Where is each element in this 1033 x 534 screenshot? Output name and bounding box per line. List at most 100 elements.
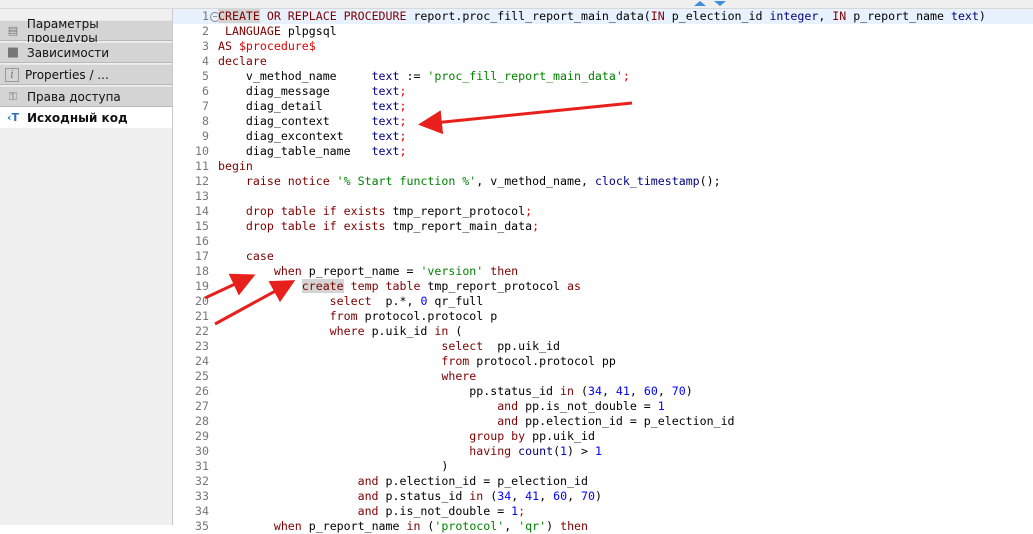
code-line[interactable]: 13: [173, 189, 1033, 204]
code-editor[interactable]: 1−CREATE OR REPLACE PROCEDURE report.pro…: [173, 9, 1033, 533]
code-token: 70: [581, 489, 596, 503]
code-token: ,: [818, 9, 833, 23]
code-token: ,: [657, 384, 672, 398]
code-line[interactable]: 12 raise notice '% Start function %', v_…: [173, 174, 1033, 189]
code-line[interactable]: 21 from protocol.protocol p: [173, 309, 1033, 324]
code-line[interactable]: 1−CREATE OR REPLACE PROCEDURE report.pro…: [173, 9, 1033, 24]
code-line[interactable]: 24 from protocol.protocol pp: [173, 354, 1033, 369]
code-token: AS: [218, 39, 239, 53]
line-number: 7: [202, 99, 209, 113]
code-text: when p_report_name = 'version' then: [218, 264, 518, 279]
code-line[interactable]: 8 diag_context text;: [173, 114, 1033, 129]
code-line[interactable]: 22 where p.uik_id in (: [173, 324, 1033, 339]
line-number: 19: [195, 279, 209, 293]
code-token: then: [560, 519, 589, 533]
code-token: in: [560, 384, 574, 398]
code-token: tmp_report_protocol: [427, 279, 568, 293]
code-token: ): [978, 9, 986, 23]
code-line[interactable]: 9 diag_excontext text;: [173, 129, 1033, 144]
code-line[interactable]: 19 create temp table tmp_report_protocol…: [173, 279, 1033, 294]
code-text: from protocol.protocol p: [218, 309, 498, 324]
code-token: '% Start function %': [336, 174, 477, 188]
code-line[interactable]: 27 and pp.is_not_double = 1: [173, 399, 1033, 414]
code-line[interactable]: 2 LANGUAGE plpgsql: [173, 24, 1033, 39]
sidebar-item-permissions[interactable]: ⚿Права доступа: [0, 86, 172, 107]
code-line[interactable]: 6 diag_message text;: [173, 84, 1033, 99]
line-number: 24: [195, 354, 209, 368]
code-token: ,: [601, 384, 616, 398]
code-line[interactable]: 30 having count(1) > 1: [173, 444, 1033, 459]
code-text: diag_excontext text;: [218, 129, 407, 144]
code-line[interactable]: 17 case: [173, 249, 1033, 264]
code-token: text: [950, 9, 979, 23]
line-number: 1: [202, 9, 209, 23]
scroll-down-icon[interactable]: [714, 1, 726, 6]
code-token: 1: [560, 444, 568, 458]
line-number: 23: [195, 339, 209, 353]
code-line[interactable]: 5 v_method_name text := 'proc_fill_repor…: [173, 69, 1033, 84]
code-token: clock_timestamp: [594, 174, 700, 188]
code-token: in: [434, 324, 449, 338]
code-line[interactable]: 23 select pp.uik_id: [173, 339, 1033, 354]
code-line[interactable]: 18 when p_report_name = 'version' then: [173, 264, 1033, 279]
code-line[interactable]: 34 and p.is_not_double = 1;: [173, 504, 1033, 519]
code-line[interactable]: 14 drop table if exists tmp_report_proto…: [173, 204, 1033, 219]
code-text: diag_message text;: [218, 84, 407, 99]
code-token: p.status_id: [385, 489, 470, 503]
code-line[interactable]: 7 diag_detail text;: [173, 99, 1033, 114]
code-line[interactable]: 10 diag_table_name text;: [173, 144, 1033, 159]
code-text: drop table if exists tmp_report_protocol…: [218, 204, 532, 219]
code-line[interactable]: 33 and p.status_id in (34, 41, 60, 70): [173, 489, 1033, 504]
code-token: raise notice: [218, 174, 337, 188]
code-token: in: [406, 519, 421, 533]
code-line[interactable]: 25 where: [173, 369, 1033, 384]
code-token: tmp_report_protocol: [392, 204, 526, 218]
code-token: as: [567, 279, 581, 293]
code-line[interactable]: 29 group by pp.uik_id: [173, 429, 1033, 444]
code-token: pp.is_not_double =: [525, 399, 658, 413]
scroll-up-icon[interactable]: [694, 1, 706, 6]
code-token: p_report_name: [846, 9, 951, 23]
line-number: 21: [195, 309, 209, 323]
line-number: 6: [202, 84, 209, 98]
sidebar-item-parameters[interactable]: ▤Параметры процедуры: [0, 17, 172, 45]
code-token: where: [218, 324, 372, 338]
code-line[interactable]: 4 declare: [173, 54, 1033, 69]
code-text: create temp table tmp_report_protocol as: [218, 279, 581, 294]
code-line[interactable]: 26 pp.status_id in (34, 41, 60, 70): [173, 384, 1033, 399]
code-line[interactable]: 35 when p_report_name in ('protocol', 'q…: [173, 519, 1033, 534]
code-text: drop table if exists tmp_report_main_dat…: [218, 219, 539, 234]
sidebar-item-label: Исходный код: [27, 110, 128, 125]
sidebar-item-dependencies[interactable]: ■Зависимости: [0, 42, 172, 63]
sidebar-item-label: Права доступа: [27, 89, 121, 104]
code-token: IN: [650, 9, 665, 23]
code-token: p_election_id: [664, 9, 770, 23]
code-token: p.uik_id: [371, 324, 435, 338]
code-line[interactable]: 15 drop table if exists tmp_report_main_…: [173, 219, 1033, 234]
code-token: (: [553, 444, 561, 458]
sidebar-item-label: Параметры процедуры: [26, 16, 99, 45]
code-line[interactable]: 31 ): [173, 459, 1033, 474]
code-token: create: [301, 279, 344, 293]
code-token: 60: [553, 489, 568, 503]
code-token: p.*,: [385, 294, 421, 308]
code-text: declare: [218, 54, 267, 69]
code-line[interactable]: 32 and p.election_id = p_election_id: [173, 474, 1033, 489]
code-token: v_method_name: [218, 69, 372, 83]
code-line[interactable]: 28 and pp.election_id = p_election_id: [173, 414, 1033, 429]
line-number: 22: [195, 324, 209, 338]
code-text: v_method_name text := 'proc_fill_report_…: [218, 69, 630, 84]
line-number: 16: [195, 234, 209, 248]
code-line[interactable]: 16: [173, 234, 1033, 249]
code-token: ) >: [567, 444, 595, 458]
code-token: 34: [587, 384, 602, 398]
code-token: 1: [594, 444, 602, 458]
line-number: 4: [202, 54, 209, 68]
code-line[interactable]: 20 select p.*, 0 qr_full: [173, 294, 1033, 309]
code-token: pp.uik_id: [532, 429, 595, 443]
code-text: select p.*, 0 qr_full: [218, 294, 484, 309]
